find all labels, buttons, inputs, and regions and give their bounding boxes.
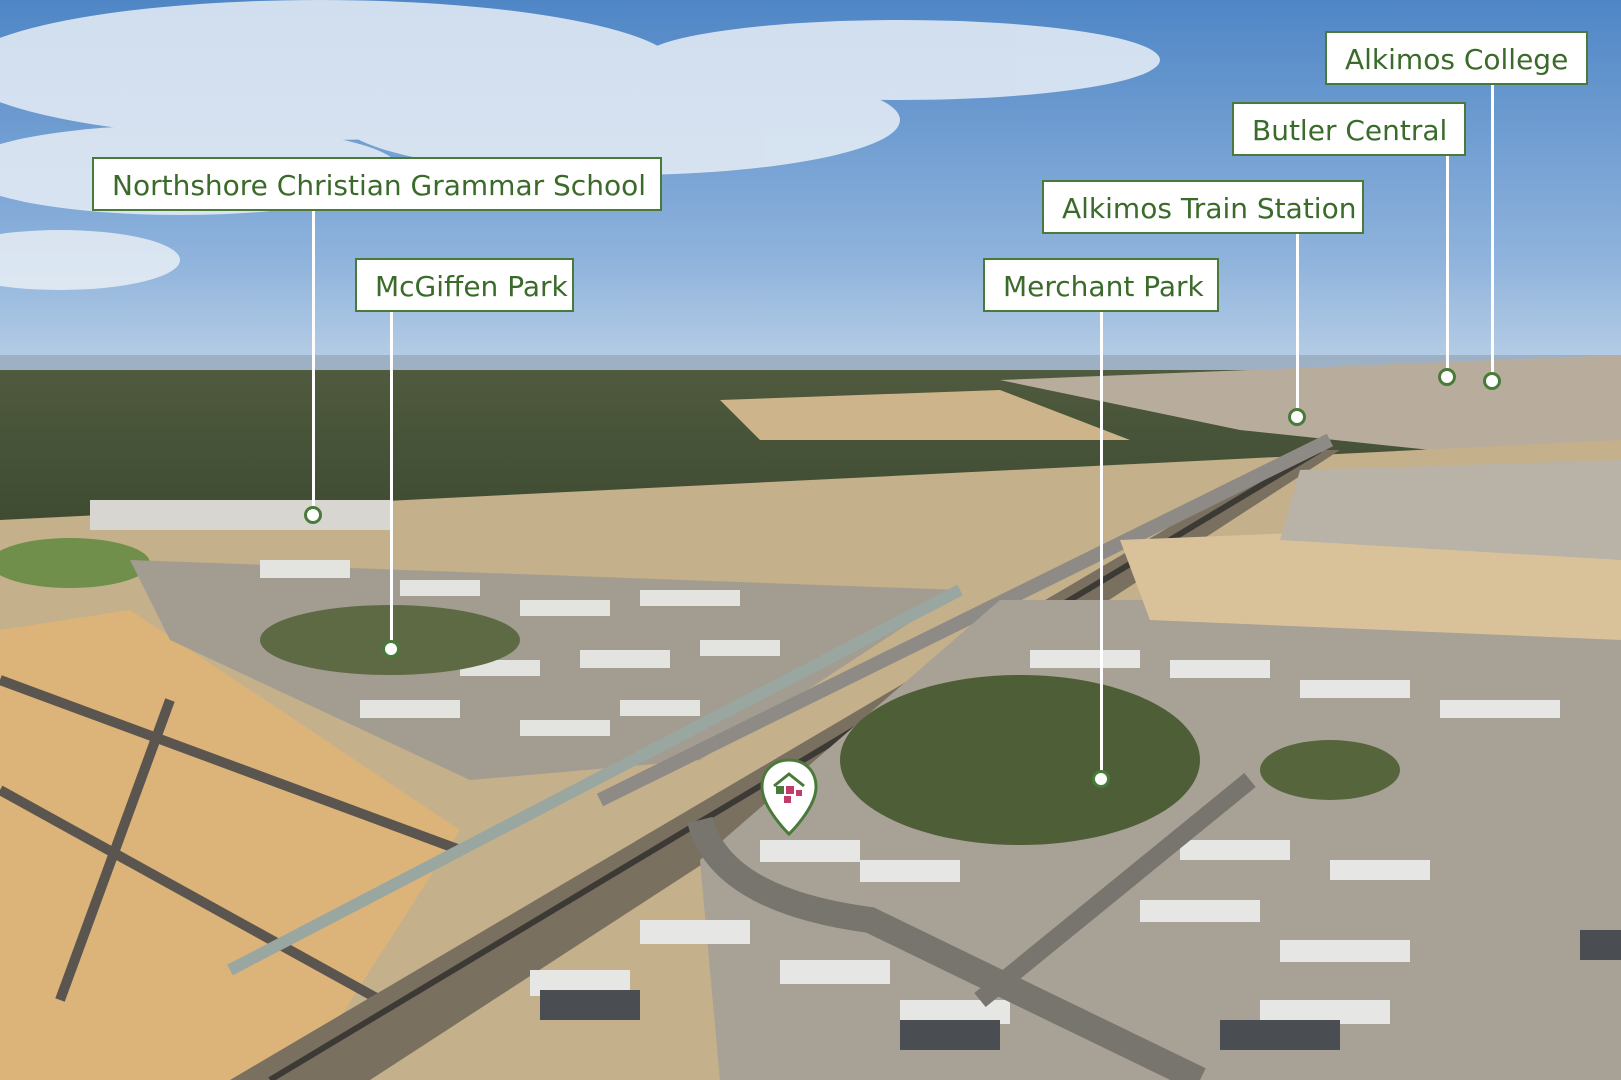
marker-alkimos-college	[1483, 372, 1501, 390]
stem-butler	[1446, 156, 1449, 372]
noise-wall	[227, 584, 963, 976]
foreground-road	[687, 816, 1206, 1080]
clouds	[0, 0, 1160, 290]
label-alkimos-train-station: Alkimos Train Station	[1042, 180, 1364, 234]
label-mcgiffen-park: McGiffen Park	[355, 258, 574, 312]
label-northshore-christian-grammar-school: Northshore Christian Grammar School	[92, 157, 662, 211]
label-alkimos-college: Alkimos College	[1325, 31, 1588, 85]
school-buildings	[90, 500, 390, 530]
distant-suburb	[1000, 355, 1621, 470]
stem-northshore	[312, 211, 315, 509]
marker-mcgiffen	[382, 640, 400, 658]
stem-mcgiffen	[390, 312, 393, 642]
merchant-park-trees	[840, 675, 1200, 845]
stem-alkimos-train	[1296, 234, 1299, 414]
house-location-pin-icon	[760, 758, 818, 836]
freeway	[596, 433, 1334, 807]
stem-alkimos-college	[1491, 85, 1494, 375]
sand-dunes	[720, 390, 1130, 440]
far-right-suburb	[1280, 460, 1621, 560]
dark-roofs	[540, 930, 1621, 1050]
marker-alkimos-train	[1288, 408, 1306, 426]
marker-northshore	[304, 506, 322, 524]
lot-roads	[0, 675, 462, 1005]
sports-oval	[0, 538, 150, 588]
marker-merchant	[1092, 770, 1110, 788]
label-butler-central: Butler Central	[1232, 102, 1466, 156]
stem-merchant	[1100, 312, 1103, 772]
marker-butler	[1438, 368, 1456, 386]
label-merchant-park: Merchant Park	[983, 258, 1219, 312]
